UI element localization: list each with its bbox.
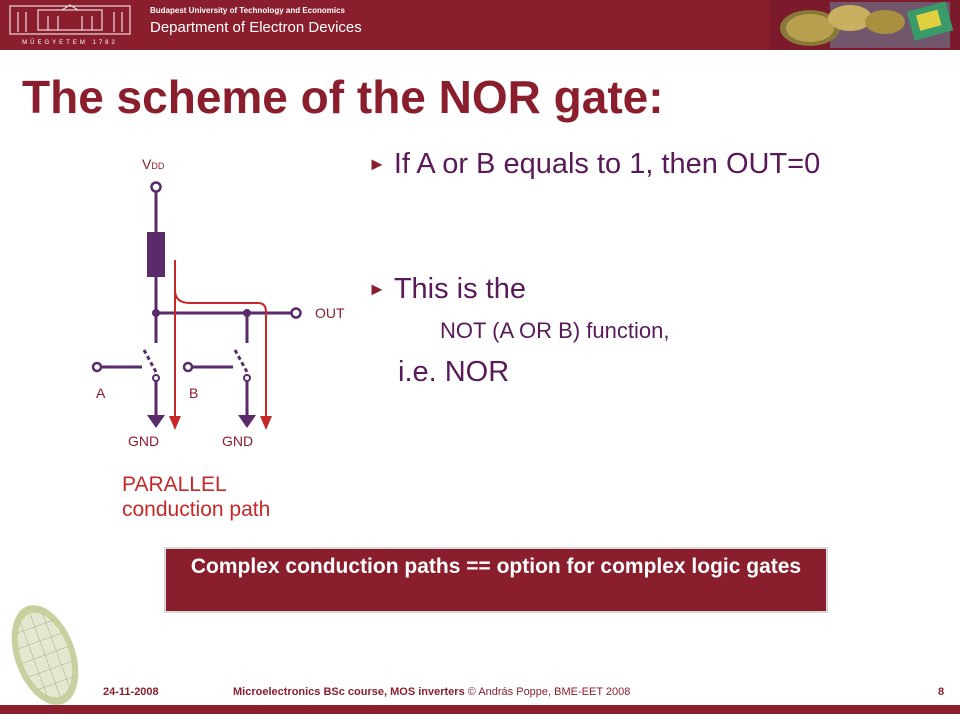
bullet-arrow-icon: ► <box>368 279 386 299</box>
slide-title: The scheme of the NOR gate: <box>22 71 664 123</box>
university-name: Budapest University of Technology and Ec… <box>150 6 345 15</box>
bullet-2-text: This is the <box>393 273 526 305</box>
footer-bar <box>0 705 960 714</box>
footer-course: Microelectronics BSc course, MOS inverte… <box>233 686 630 698</box>
bullet-1: ► If A or B equals to 1, then OUT=0 <box>368 148 828 180</box>
out-label: OUT <box>315 305 345 321</box>
input-a-label: A <box>96 385 106 401</box>
switch-a-pivot <box>152 374 160 382</box>
header-bar: MŰEGYETEM 1782 Budapest University of Te… <box>0 0 960 50</box>
logo-text: MŰEGYETEM 1782 <box>22 39 118 46</box>
footer-date: 24-11-2008 <box>103 686 159 698</box>
wafer-collage-image <box>770 0 960 50</box>
silicon-wafer-image <box>11 605 79 705</box>
load-resistor <box>147 232 165 277</box>
out-terminal <box>290 307 302 319</box>
gnd-arrow-1 <box>147 415 165 428</box>
gnd-arrow-2 <box>238 415 256 428</box>
bullet-1-text: If A or B equals to 1, then OUT=0 <box>393 148 821 180</box>
vdd-terminal <box>150 181 162 193</box>
bullet-2-nor-line: i.e. NOR <box>398 356 510 388</box>
bullet-2: ► This is the <box>368 273 526 305</box>
input-b-label: B <box>189 385 199 401</box>
input-b-terminal <box>182 361 194 373</box>
conduction-path-label: conduction path <box>122 498 271 521</box>
footer-course-name: Microelectronics BSc course, MOS inverte… <box>233 686 465 698</box>
gnd-label-1: GND <box>128 433 160 449</box>
parallel-label: PARALLEL <box>122 473 227 496</box>
switch-b-pivot <box>243 374 251 382</box>
bullet-arrow-icon: ► <box>368 154 386 174</box>
complex-paths-note: Complex conduction paths == option for c… <box>164 547 828 613</box>
vdd-label: VDD <box>142 156 165 172</box>
conduction-arrow-a <box>169 416 181 430</box>
conduction-arrow-b <box>260 416 272 430</box>
nor-gate-schematic <box>91 181 302 430</box>
switch-b-contact <box>233 349 249 373</box>
department-name: Department of Electron Devices <box>150 19 362 36</box>
conduction-path-b <box>174 289 267 418</box>
vdd-subscript: DD <box>151 161 165 171</box>
gnd-label-2: GND <box>222 433 254 449</box>
footer-page-number: 8 <box>938 686 945 698</box>
parallel-path-annotation: PARALLEL conduction path <box>122 472 270 522</box>
switch-a-contact <box>142 349 158 373</box>
input-a-terminal <box>91 361 103 373</box>
footer-author: © András Poppe, BME-EET 2008 <box>467 686 631 698</box>
bullet-2-function-line: NOT (A OR B) function, <box>440 318 670 343</box>
university-logo: MŰEGYETEM 1782 <box>9 4 131 46</box>
